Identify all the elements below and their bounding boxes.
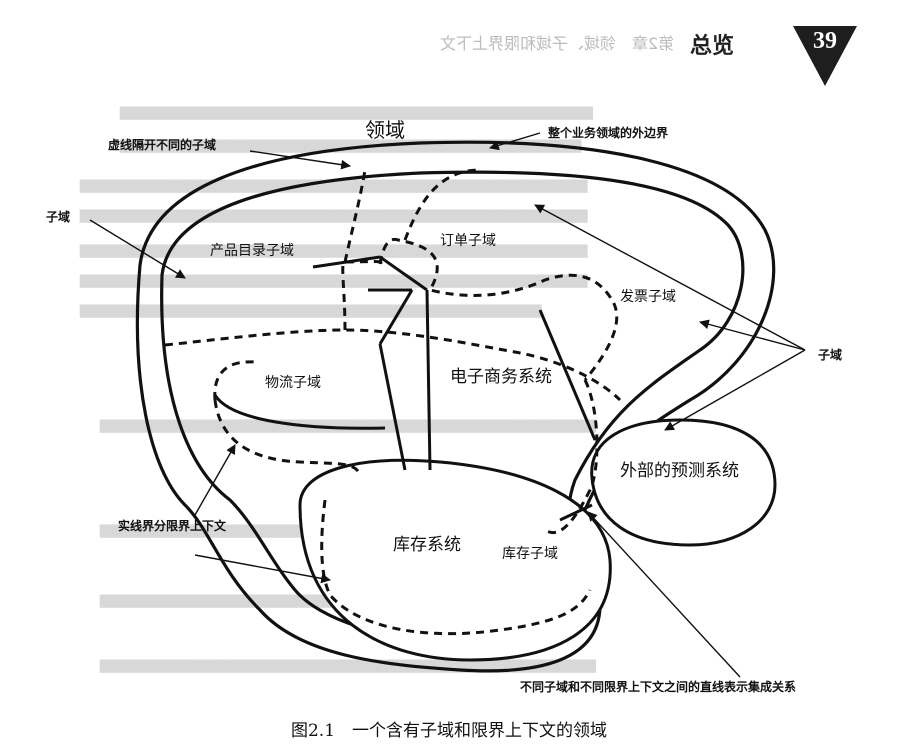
- forecast-bounded-context: [590, 418, 777, 547]
- page-number: 39: [813, 28, 837, 54]
- ecommerce-system: 电子商务系统: [450, 367, 552, 387]
- domain-inner-boundary: [160, 170, 745, 642]
- product-catalog-subdomain: 产品目录子域: [210, 243, 294, 259]
- invoice-subdomain: 发票子域: [620, 289, 676, 305]
- page-number-badge: [793, 26, 857, 86]
- integration-note: 不同子域和不同限界上下文之间的直线表示集成关系: [520, 680, 797, 694]
- bounded-context-solid-lines: [213, 255, 597, 471]
- integration-line: [559, 503, 593, 522]
- solid-line-note: 实线界分限界上下文: [118, 519, 227, 533]
- section-title: 总览: [690, 34, 735, 59]
- logistics-subdomain: 物流子域: [265, 375, 321, 391]
- inventory-bounded-context: [298, 458, 612, 662]
- dashed-line-note: 虚线隔开不同的子域: [108, 138, 217, 152]
- outer-boundary-note: 整个业务领域的外边界: [548, 126, 669, 140]
- order-subdomain: 订单子域: [440, 233, 496, 249]
- page-header: 第2章 领域、子域和限界上下文 总览 39: [0, 0, 898, 92]
- figure-caption: 图2.1 一个含有子域和限界上下文的领域: [290, 721, 608, 741]
- annotation-arrows: [89, 132, 806, 678]
- inventory-system: 库存系统: [393, 535, 461, 555]
- subdomain-label-left: 子域: [46, 210, 71, 224]
- subdomain-label-right: 子域: [818, 348, 843, 362]
- subdomain-dashed-lines: [164, 168, 622, 636]
- domain-title: 领域: [365, 118, 405, 142]
- inventory-subdomain: 库存子域: [502, 546, 558, 562]
- forecast-system: 外部的预测系统: [620, 461, 739, 481]
